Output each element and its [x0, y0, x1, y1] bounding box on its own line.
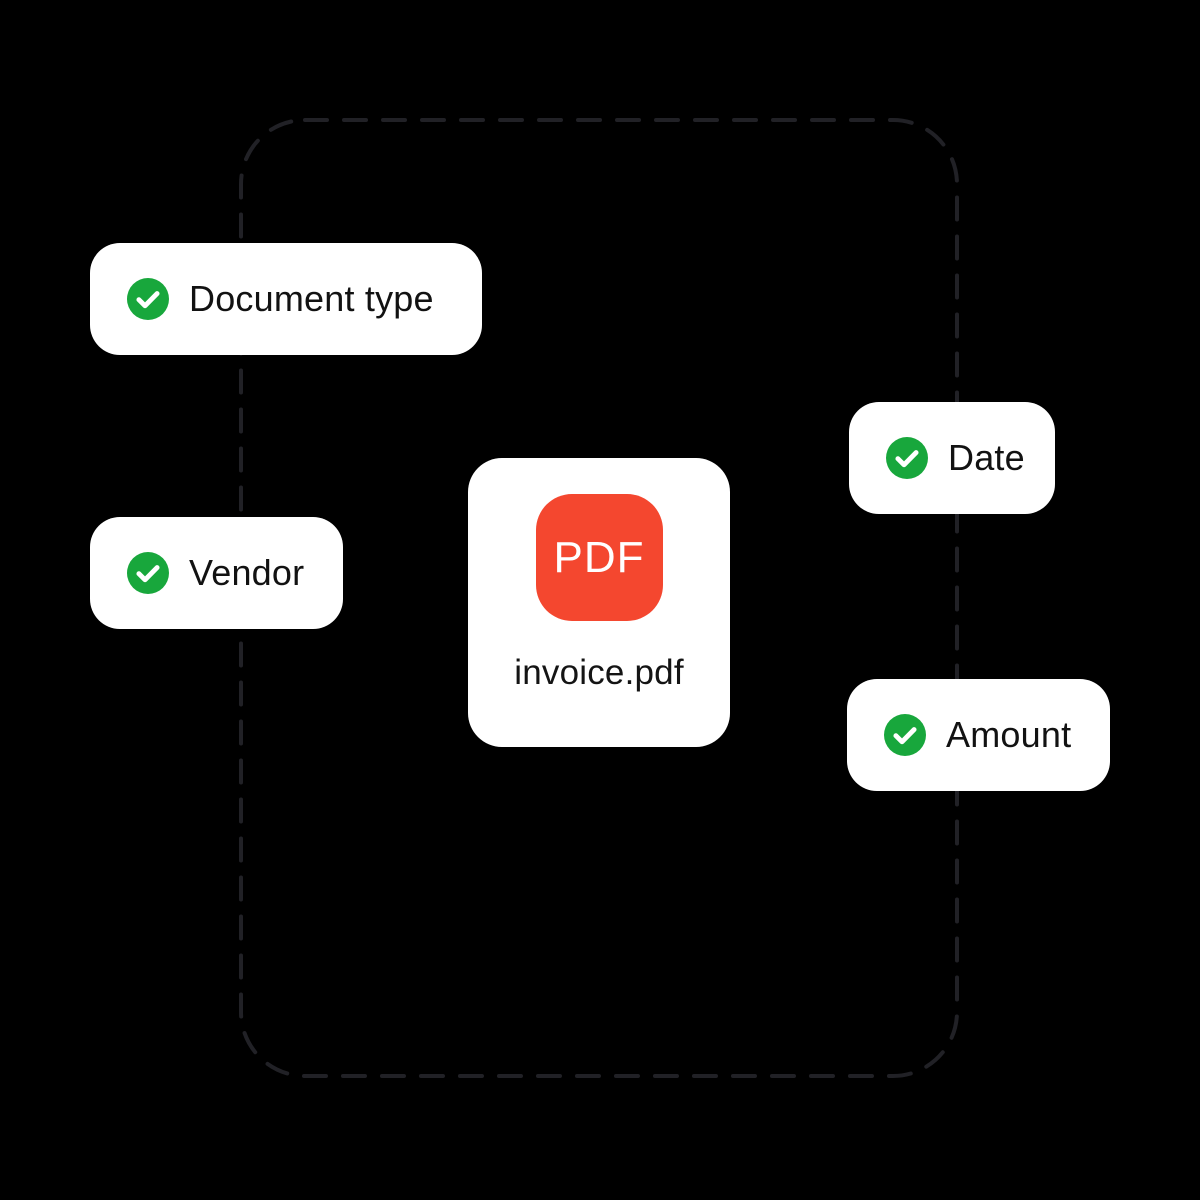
- field-label: Vendor: [189, 552, 305, 593]
- check-icon: [127, 278, 169, 320]
- file-name: invoice.pdf: [514, 653, 684, 692]
- field-label: Amount: [946, 714, 1072, 755]
- pdf-icon-label: PDF: [553, 532, 645, 582]
- check-icon: [886, 437, 928, 479]
- check-icon: [127, 552, 169, 594]
- check-icon: [884, 714, 926, 756]
- file-card: PDF invoice.pdf: [468, 458, 730, 747]
- field-badge-document-type: Document type: [90, 243, 482, 355]
- pdf-file-icon: PDF: [535, 494, 663, 621]
- field-badge-amount: Amount: [847, 679, 1110, 791]
- field-label: Document type: [189, 278, 434, 319]
- field-badge-vendor: Vendor: [90, 517, 343, 629]
- field-label: Date: [948, 437, 1025, 478]
- field-badge-date: Date: [849, 402, 1055, 514]
